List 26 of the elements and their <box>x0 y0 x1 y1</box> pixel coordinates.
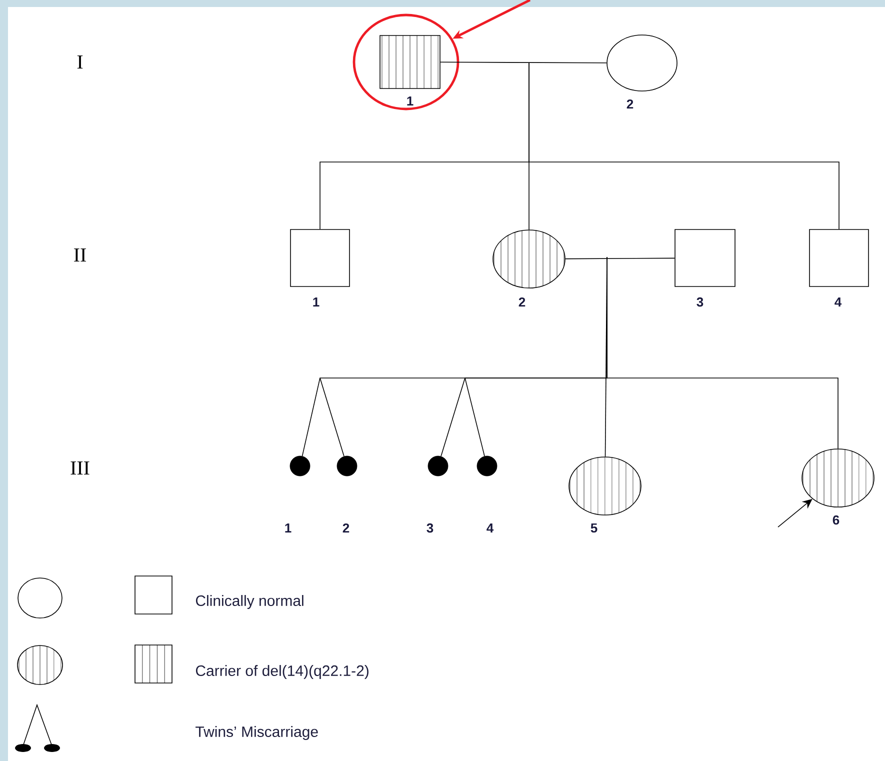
pedigree-line <box>320 378 344 457</box>
pedigree-line <box>565 258 675 260</box>
individual-number: 2 <box>518 297 526 307</box>
individual-number: 4 <box>486 524 494 532</box>
individual-number: 1 <box>407 96 414 106</box>
generation-label: II <box>74 248 86 262</box>
individual-number: 4 <box>834 298 842 306</box>
individual-number: 2 <box>342 523 350 533</box>
individual-number: 3 <box>426 523 434 533</box>
individual-number: 1 <box>313 298 320 306</box>
pedigree-line <box>528 162 840 230</box>
pedigree-line <box>528 62 530 230</box>
legend-text: Twins’ Miscarriage <box>196 726 318 740</box>
individual-number: 2 <box>626 99 634 109</box>
individual-number: 1 <box>285 524 292 532</box>
generation-label: III <box>70 461 90 475</box>
pedigree-line <box>464 378 485 456</box>
individual-number: 3 <box>696 297 704 307</box>
legend-text: Clinically normal <box>196 595 304 609</box>
legend-text: Carrier of del(14)(q22.1-2) <box>196 665 368 679</box>
pedigree-line <box>440 62 607 64</box>
pedigree-line <box>606 256 838 449</box>
highlight-ring <box>352 14 460 110</box>
individual-number: 6 <box>832 515 840 525</box>
generation-label: I <box>77 55 83 69</box>
individual-number: 5 <box>590 523 598 533</box>
